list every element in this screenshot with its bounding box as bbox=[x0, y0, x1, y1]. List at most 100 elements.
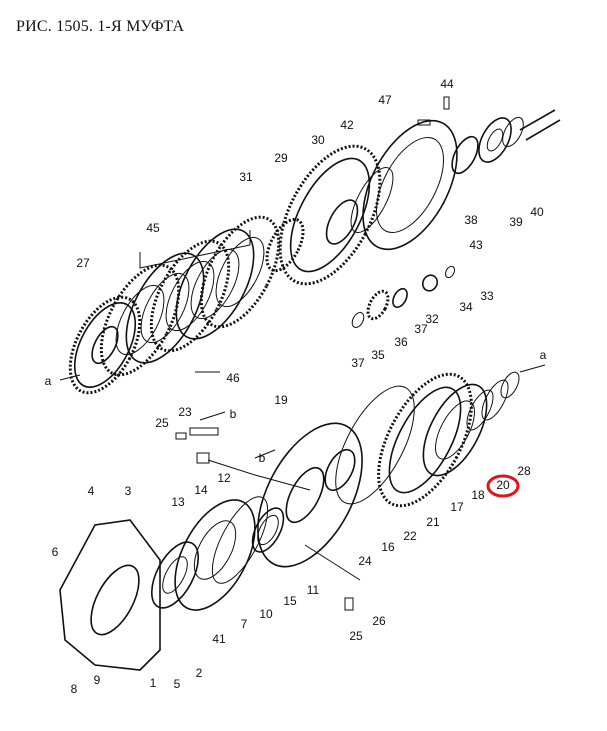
part-callout: 38 bbox=[464, 213, 478, 227]
clutch-plate-45-46 bbox=[149, 239, 231, 353]
part-callout: 18 bbox=[471, 488, 485, 502]
part-callout: 20 bbox=[496, 478, 510, 492]
bearing-41 bbox=[151, 541, 199, 609]
plate-17-inner bbox=[435, 400, 475, 460]
part-callout: 12 bbox=[217, 471, 231, 485]
shaft-40 bbox=[519, 109, 561, 141]
piston-11 bbox=[257, 422, 363, 568]
part-callout: 19 bbox=[274, 393, 288, 407]
seal-15-inner bbox=[257, 514, 279, 546]
gear-27 bbox=[73, 302, 137, 388]
part-callout: 34 bbox=[459, 300, 473, 314]
part-callout: 45 bbox=[146, 221, 160, 235]
part-callout: 43 bbox=[469, 238, 483, 252]
ring-33 bbox=[444, 265, 456, 279]
case-1-bore bbox=[90, 564, 140, 636]
direction-marker: b bbox=[259, 451, 266, 465]
part-callout: 17 bbox=[450, 500, 464, 514]
pin-32 bbox=[421, 274, 439, 292]
snap-ring-40 bbox=[502, 116, 524, 148]
gear-21 bbox=[377, 372, 473, 508]
part-callout: 7 bbox=[241, 617, 248, 631]
bolt-25b bbox=[344, 597, 354, 611]
pin-47 bbox=[417, 119, 431, 126]
clutch-plate-45-46 bbox=[125, 252, 205, 364]
leader-lines bbox=[59, 364, 546, 581]
part-callout: 11 bbox=[307, 583, 320, 597]
gear-31 bbox=[265, 217, 305, 273]
cover-7 bbox=[174, 499, 256, 611]
part-callout: 6 bbox=[52, 545, 59, 559]
part-callout: 8 bbox=[71, 682, 78, 696]
part-callout: 37 bbox=[414, 322, 428, 336]
bolt-25 bbox=[175, 432, 187, 440]
gear-27 bbox=[68, 295, 142, 395]
part-callout: 9 bbox=[94, 673, 101, 687]
drum-29 bbox=[289, 157, 371, 273]
clutch-plate-45-46 bbox=[175, 228, 255, 340]
housing-42 bbox=[362, 119, 458, 251]
part-callout: 16 bbox=[381, 540, 395, 554]
part-callout: 39 bbox=[509, 215, 523, 229]
part-callout: 47 bbox=[378, 93, 392, 107]
part-callout: 37 bbox=[351, 356, 365, 370]
part-callout: 28 bbox=[517, 464, 531, 478]
bushing-12 bbox=[196, 452, 210, 464]
gear-21-inner bbox=[388, 386, 462, 494]
part-callout: 44 bbox=[440, 77, 454, 91]
seal-22 bbox=[335, 385, 415, 505]
part-callout: 22 bbox=[403, 529, 417, 543]
part-callout: 5 bbox=[174, 677, 181, 691]
part-callout: 30 bbox=[311, 133, 325, 147]
bearing-41-inner bbox=[162, 556, 188, 594]
housing-42-inner bbox=[375, 136, 445, 234]
highlight-circle bbox=[486, 474, 520, 498]
part-callout: 21 bbox=[426, 515, 440, 529]
part-callout: 40 bbox=[530, 205, 544, 219]
snap-ring-20 bbox=[481, 379, 509, 421]
clutch-plate-45-46 bbox=[99, 263, 181, 377]
clutch-plate-45-46 bbox=[199, 215, 281, 329]
part-callout: 26 bbox=[372, 614, 386, 628]
bearing-38 bbox=[451, 135, 479, 175]
part-callout: 42 bbox=[340, 118, 354, 132]
figure-title: РИС. 1505. 1-Я МУФТА bbox=[16, 18, 185, 35]
part-callout: 46 bbox=[226, 371, 240, 385]
plate-17 bbox=[422, 383, 488, 477]
snap-ring-18 bbox=[466, 389, 494, 431]
part-callout: 13 bbox=[171, 495, 185, 509]
part-callout: 29 bbox=[274, 151, 288, 165]
group-bracket-45-46 bbox=[139, 230, 251, 373]
drum-29-hub bbox=[325, 199, 359, 245]
part-callout: 32 bbox=[425, 312, 439, 326]
ring-30 bbox=[350, 167, 394, 233]
part-callout: 33 bbox=[480, 289, 494, 303]
clutch-plate-inner bbox=[215, 236, 265, 308]
ring-16 bbox=[324, 448, 356, 492]
ring-28 bbox=[500, 371, 520, 399]
part-callout: 15 bbox=[283, 594, 297, 608]
direction-marker: b bbox=[230, 407, 237, 421]
part-callout: 27 bbox=[76, 256, 90, 270]
direction-marker: a bbox=[540, 348, 547, 362]
part-callout: 3 bbox=[125, 484, 132, 498]
part-callout: 35 bbox=[371, 348, 385, 362]
gear-27-hub bbox=[91, 325, 119, 365]
part-callout: 2 bbox=[196, 666, 203, 680]
part-callout: 10 bbox=[259, 607, 273, 621]
part-callout: 31 bbox=[239, 170, 253, 184]
pin-44 bbox=[443, 96, 450, 110]
bushing-36 bbox=[392, 287, 408, 309]
part-callout: 14 bbox=[194, 483, 208, 497]
part-callout: 25 bbox=[155, 416, 169, 430]
part-callout: 25 bbox=[349, 629, 363, 643]
part-callout: 1 bbox=[150, 676, 157, 690]
piston-11-hub bbox=[285, 466, 325, 524]
direction-marker: a bbox=[45, 374, 52, 388]
washer-37 bbox=[351, 312, 365, 328]
part-callout: 24 bbox=[358, 554, 372, 568]
case-1 bbox=[59, 519, 161, 671]
part-callout: 4 bbox=[88, 484, 95, 498]
